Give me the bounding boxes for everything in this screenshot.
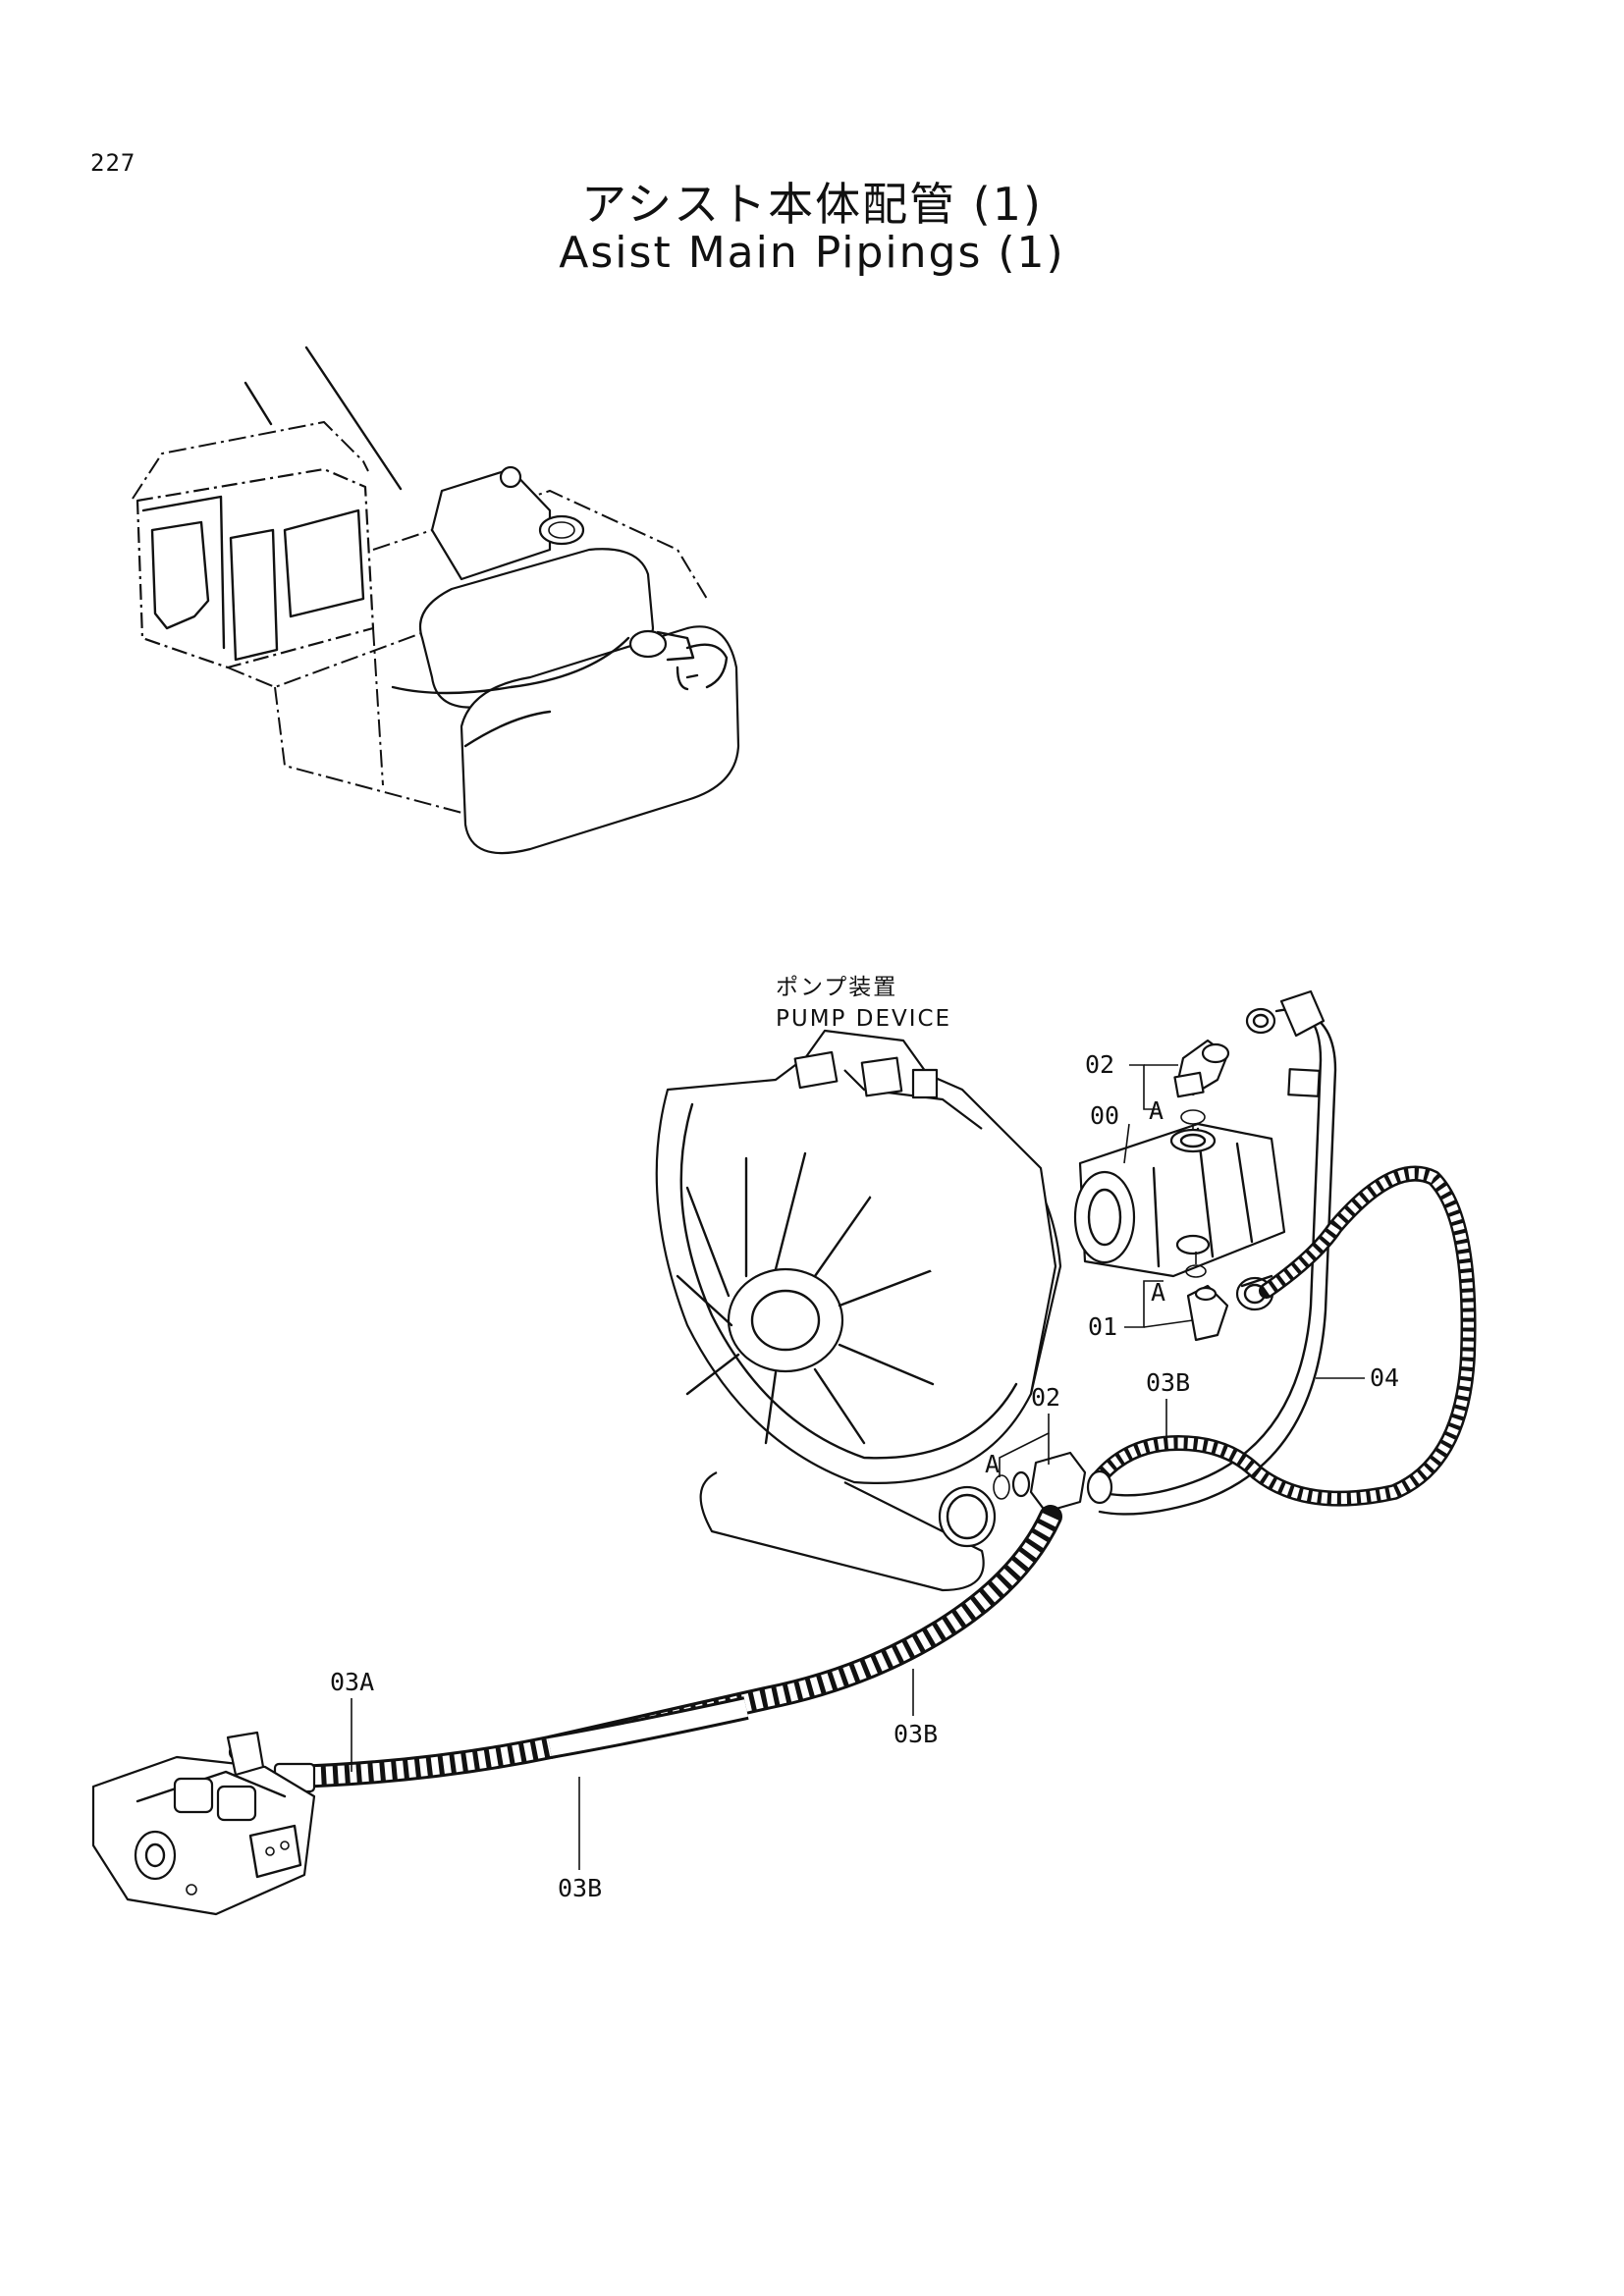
part-label-01: 01 bbox=[1088, 1312, 1117, 1341]
hose-04 bbox=[1098, 989, 1337, 1516]
marker-label-A-top: A bbox=[1149, 1096, 1164, 1125]
part-label-03A: 03A bbox=[330, 1668, 374, 1696]
pump-device-label-english: PUMP DEVICE bbox=[776, 1006, 951, 1032]
page-title-japanese: アシスト本体配管 (1) bbox=[581, 178, 1043, 231]
elbow-fitting-02-top bbox=[1173, 1007, 1276, 1098]
pump-device-label-japanese: ポンプ装置 bbox=[776, 975, 897, 1000]
marker-label-A-lower: A bbox=[1151, 1278, 1165, 1307]
control-valve-illustration bbox=[91, 1731, 316, 1916]
elbow-fitting-01 bbox=[1186, 1274, 1274, 1342]
marker-label-A-middle: A bbox=[985, 1450, 1000, 1478]
part-label-02-top: 02 bbox=[1085, 1050, 1114, 1079]
pump-device-illustration bbox=[655, 1029, 1062, 1592]
part-label-03B-top: 03B bbox=[1146, 1368, 1190, 1397]
part-label-03B-middle: 03B bbox=[893, 1720, 938, 1748]
part-label-00: 00 bbox=[1090, 1101, 1119, 1130]
excavator-overview-illustration bbox=[132, 346, 740, 855]
page-title-english: Asist Main Pipings (1) bbox=[559, 228, 1065, 278]
leader-lines bbox=[351, 1064, 1365, 1870]
part-label-02-middle: 02 bbox=[1031, 1383, 1060, 1412]
page-number: 227 bbox=[90, 149, 136, 177]
part-label-04: 04 bbox=[1370, 1363, 1399, 1392]
assist-pump-location-detail bbox=[391, 629, 729, 695]
hose-03B-long-run bbox=[273, 1505, 1062, 1793]
tee-fitting-02-middle bbox=[993, 1451, 1113, 1514]
assist-pump-00-illustration bbox=[1073, 1109, 1286, 1278]
hose-03B-right-loop bbox=[1092, 1165, 1477, 1507]
part-label-03B-bottom: 03B bbox=[558, 1874, 602, 1902]
